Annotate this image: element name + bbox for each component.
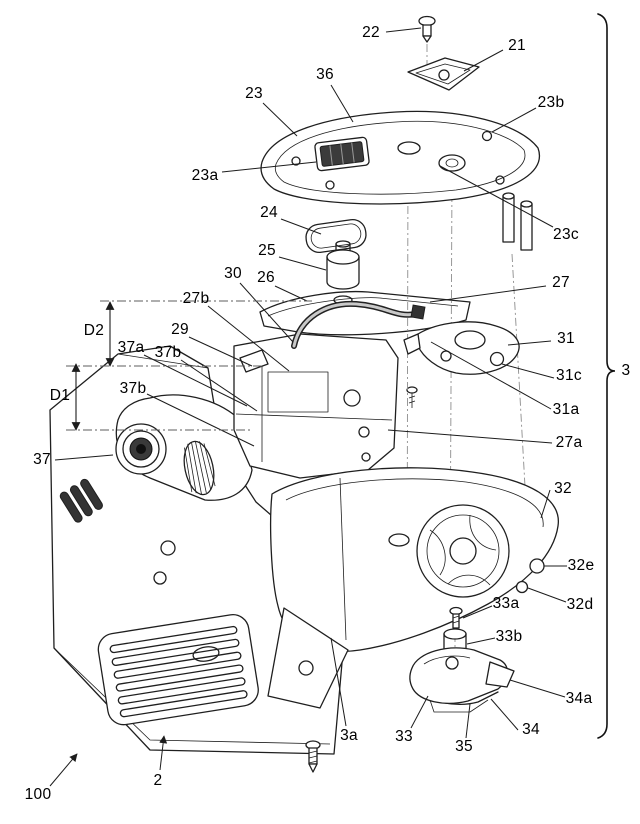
- screw-small-3: [361, 452, 371, 462]
- leader-line-33b: [466, 637, 496, 645]
- base-side-slots: [59, 478, 103, 523]
- leader-line-31: [507, 340, 552, 346]
- part-flex-cable-30: [291, 300, 426, 349]
- part-plate-21: [407, 57, 480, 91]
- part-screw-33a: [449, 606, 463, 629]
- hole-32d: [515, 580, 529, 594]
- leader-line-25: [278, 256, 327, 271]
- leader-line-3a: [330, 637, 347, 727]
- leader-line-23a: [221, 161, 317, 173]
- leader-line-27: [429, 285, 547, 303]
- leader-line-100: [49, 753, 78, 787]
- leader-line-34a: [509, 679, 566, 698]
- connector-23a: [314, 136, 370, 172]
- leader-line-37: [54, 454, 114, 461]
- leader-line-31a: [430, 341, 552, 410]
- screw-small-2: [358, 426, 370, 438]
- leader-line-35: [465, 703, 471, 739]
- group-brace-path: [597, 13, 616, 739]
- leader-line-33a: [462, 605, 493, 619]
- leader-line-29: [188, 336, 253, 367]
- leader-line-33: [410, 695, 429, 729]
- group-brace-3: [597, 13, 616, 739]
- leader-line-30: [239, 282, 294, 343]
- part-screw-22: [418, 15, 436, 43]
- fan: [416, 504, 510, 598]
- leader-line-21: [463, 49, 504, 72]
- leader-line-37b-2: [146, 393, 255, 447]
- leader-lines: [49, 27, 567, 787]
- knurl-wheel: [183, 440, 216, 496]
- front-flap-3a: [267, 607, 349, 709]
- leader-line-37a: [143, 354, 248, 407]
- cover-posts: [502, 192, 533, 251]
- lever-34a: [485, 661, 515, 688]
- part-top-cover-23-36: [260, 110, 540, 251]
- leader-line-27b: [207, 305, 290, 372]
- bracket-29: [239, 349, 269, 373]
- part-wing-bracket-31: [403, 321, 520, 375]
- dimension-arrows: [66, 300, 312, 431]
- leader-line-23b: [491, 107, 537, 133]
- leader-line-32: [540, 489, 551, 519]
- leader-line-27a: [387, 429, 553, 444]
- hole-32e: [529, 558, 545, 574]
- part-gasket-24: [305, 218, 367, 254]
- leader-line-23: [262, 102, 298, 137]
- leader-line-34: [490, 698, 519, 731]
- screw-small-1: [406, 386, 418, 408]
- leader-line-32d: [527, 587, 567, 603]
- leader-line-26: [274, 285, 308, 302]
- base-grille: [97, 613, 259, 726]
- leader-line-24: [280, 218, 322, 235]
- part-latch-33-34-35: [409, 647, 515, 713]
- camera-lens: [115, 423, 167, 475]
- part-main-body: [233, 333, 418, 479]
- part-bottom-screw: [305, 740, 321, 773]
- leader-line-2: [159, 735, 168, 771]
- part-camera-arm: [115, 394, 253, 501]
- leader-line-36: [330, 84, 354, 123]
- leader-line-37b-1: [180, 359, 258, 412]
- part-bottom-shell-32: [267, 467, 559, 709]
- leader-line-22: [385, 27, 422, 33]
- leader-line-23c: [439, 165, 554, 228]
- leader-line-31c: [501, 363, 555, 379]
